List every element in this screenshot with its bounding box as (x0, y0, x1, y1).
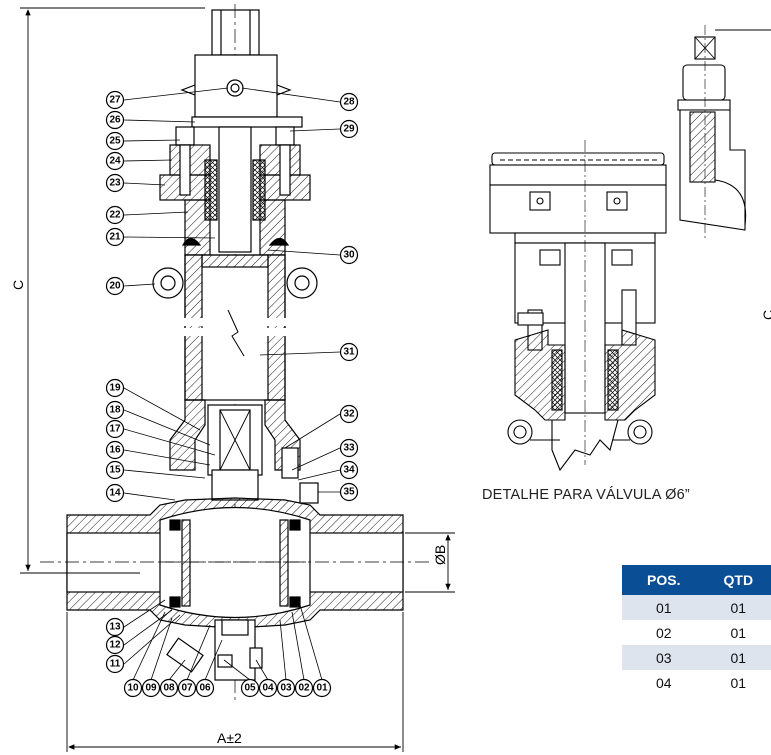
table-row: 01 01 (622, 595, 771, 620)
callout-04: 04 (258, 678, 278, 698)
callout-17: 17 (105, 419, 125, 439)
callout-29: 29 (339, 119, 359, 139)
callout-14: 14 (105, 483, 125, 503)
svg-text:09: 09 (145, 683, 157, 694)
svg-text:28: 28 (343, 97, 355, 108)
table-row: 04 01 (622, 670, 771, 695)
svg-text:20: 20 (109, 281, 121, 292)
svg-text:03: 03 (280, 683, 292, 694)
svg-text:34: 34 (343, 465, 355, 476)
callout-33: 33 (339, 438, 359, 458)
svg-text:10: 10 (127, 683, 139, 694)
callout-10: 10 (123, 678, 143, 698)
svg-text:19: 19 (109, 383, 121, 394)
callout-24: 24 (105, 151, 125, 171)
svg-text:12: 12 (109, 640, 121, 651)
callout-06: 06 (195, 678, 215, 698)
svg-text:13: 13 (109, 622, 121, 633)
callout-03: 03 (276, 678, 296, 698)
callout-05: 05 (240, 678, 260, 698)
header-pos: POS. (622, 565, 706, 595)
svg-text:25: 25 (109, 136, 121, 147)
svg-text:01: 01 (316, 683, 328, 694)
callout-01: 01 (312, 678, 332, 698)
svg-text:06: 06 (199, 683, 211, 694)
bottom-leaders (132, 604, 323, 681)
callout-23: 23 (105, 173, 125, 193)
svg-text:18: 18 (109, 405, 121, 416)
callout-34: 34 (339, 460, 359, 480)
svg-text:14: 14 (109, 488, 121, 499)
callout-16: 16 (105, 440, 125, 460)
cell-qtd: 01 (705, 620, 771, 645)
svg-text:27: 27 (109, 95, 121, 106)
callout-28: 28 (339, 92, 359, 112)
callout-13: 13 (105, 617, 125, 637)
callout-31: 31 (339, 342, 359, 362)
callout-20: 20 (105, 276, 125, 296)
callout-25: 25 (105, 131, 125, 151)
svg-text:08: 08 (163, 683, 175, 694)
callout-12: 12 (105, 635, 125, 655)
cell-pos: 03 (622, 645, 706, 670)
svg-text:29: 29 (343, 124, 355, 135)
callout-18: 18 (105, 400, 125, 420)
cell-qtd: 01 (705, 645, 771, 670)
callout-32: 32 (339, 404, 359, 424)
cell-pos: 02 (622, 620, 706, 645)
svg-text:33: 33 (343, 443, 355, 454)
dim-length-label: A±2 (217, 730, 242, 746)
callout-22: 22 (105, 205, 125, 225)
header-qtd: QTD (705, 565, 771, 595)
callout-19: 19 (105, 378, 125, 398)
callout-35: 35 (339, 482, 359, 502)
callout-30: 30 (339, 245, 359, 265)
svg-text:17: 17 (109, 424, 121, 435)
dim-height-label: C (10, 280, 26, 290)
callout-07: 07 (177, 678, 197, 698)
leader-lines (123, 87, 341, 665)
dim-bore-label: ØB (432, 545, 448, 565)
main-section-view (40, 4, 430, 700)
parts-table: POS. QTD 01 01 02 01 03 01 04 01 (622, 565, 771, 695)
callout-15: 15 (105, 460, 125, 480)
svg-text:04: 04 (262, 683, 274, 694)
svg-text:24: 24 (109, 156, 121, 167)
svg-text:32: 32 (343, 409, 355, 420)
svg-text:22: 22 (109, 210, 121, 221)
svg-text:26: 26 (109, 115, 121, 126)
detail-view (489, 25, 771, 472)
callout-27: 27 (105, 90, 125, 110)
svg-text:16: 16 (109, 445, 121, 456)
svg-text:05: 05 (244, 683, 256, 694)
callout-02: 02 (294, 678, 314, 698)
table-row: 03 01 (622, 645, 771, 670)
dimension-lines (20, 7, 455, 752)
svg-text:11: 11 (110, 659, 121, 670)
callout-26: 26 (105, 110, 125, 130)
svg-text:30: 30 (343, 250, 355, 261)
table-row: 02 01 (622, 620, 771, 645)
cell-pos: 04 (622, 670, 706, 695)
cell-qtd: 01 (705, 595, 771, 620)
parts-table-header: POS. QTD (622, 565, 771, 595)
callout-09: 09 (141, 678, 161, 698)
callout-08: 08 (159, 678, 179, 698)
callout-21: 21 (105, 227, 125, 247)
svg-text:35: 35 (343, 487, 355, 498)
cell-pos: 01 (622, 595, 706, 620)
callout-11: 11 (105, 654, 125, 674)
svg-text:02: 02 (298, 683, 310, 694)
svg-text:21: 21 (109, 232, 121, 243)
svg-text:15: 15 (109, 465, 121, 476)
detail-dim-label: C (760, 310, 771, 320)
svg-text:23: 23 (109, 178, 121, 189)
svg-text:07: 07 (181, 683, 193, 694)
svg-text:31: 31 (343, 347, 355, 358)
cell-qtd: 01 (705, 670, 771, 695)
detail-caption: DETALHE PARA VÁLVULA Ø6” (482, 487, 690, 503)
